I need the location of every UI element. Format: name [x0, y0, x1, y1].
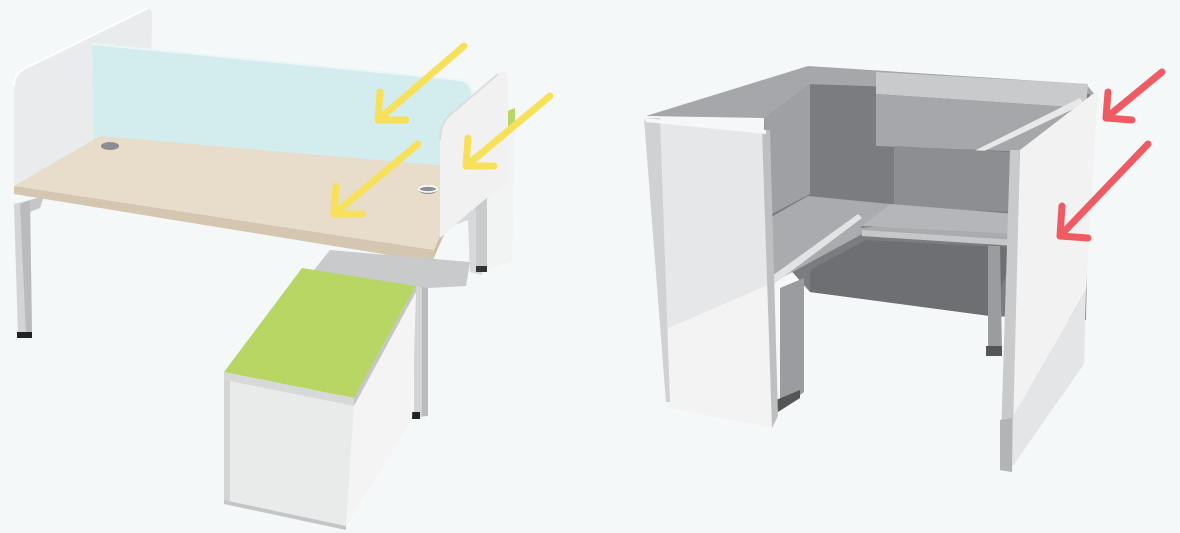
end-divider-panel — [439, 71, 508, 238]
yellow-arrows — [330, 42, 554, 218]
left-inner-wall — [764, 84, 810, 216]
support-leg — [776, 246, 1002, 412]
right-wall-panel — [1000, 90, 1098, 472]
work-surface — [766, 196, 1016, 284]
under-desk — [810, 240, 1016, 316]
arrow-icon — [374, 42, 468, 124]
open-bench-desk — [13, 7, 554, 530]
red-arrows — [1056, 68, 1166, 242]
desk-leg-right — [405, 258, 428, 419]
mobile-pedestal — [224, 268, 416, 530]
arrow-icon — [1102, 68, 1166, 124]
overhead-storage — [876, 72, 1088, 154]
arrow-icon — [1056, 140, 1152, 242]
cable-port — [101, 142, 119, 150]
arrow-icon — [462, 92, 554, 170]
desk-leg-left — [14, 196, 44, 338]
arrow-icon — [330, 140, 422, 218]
left-wall-panel — [644, 118, 778, 428]
enclosed-cubicle — [644, 66, 1166, 472]
cable-port-rim — [418, 185, 438, 193]
